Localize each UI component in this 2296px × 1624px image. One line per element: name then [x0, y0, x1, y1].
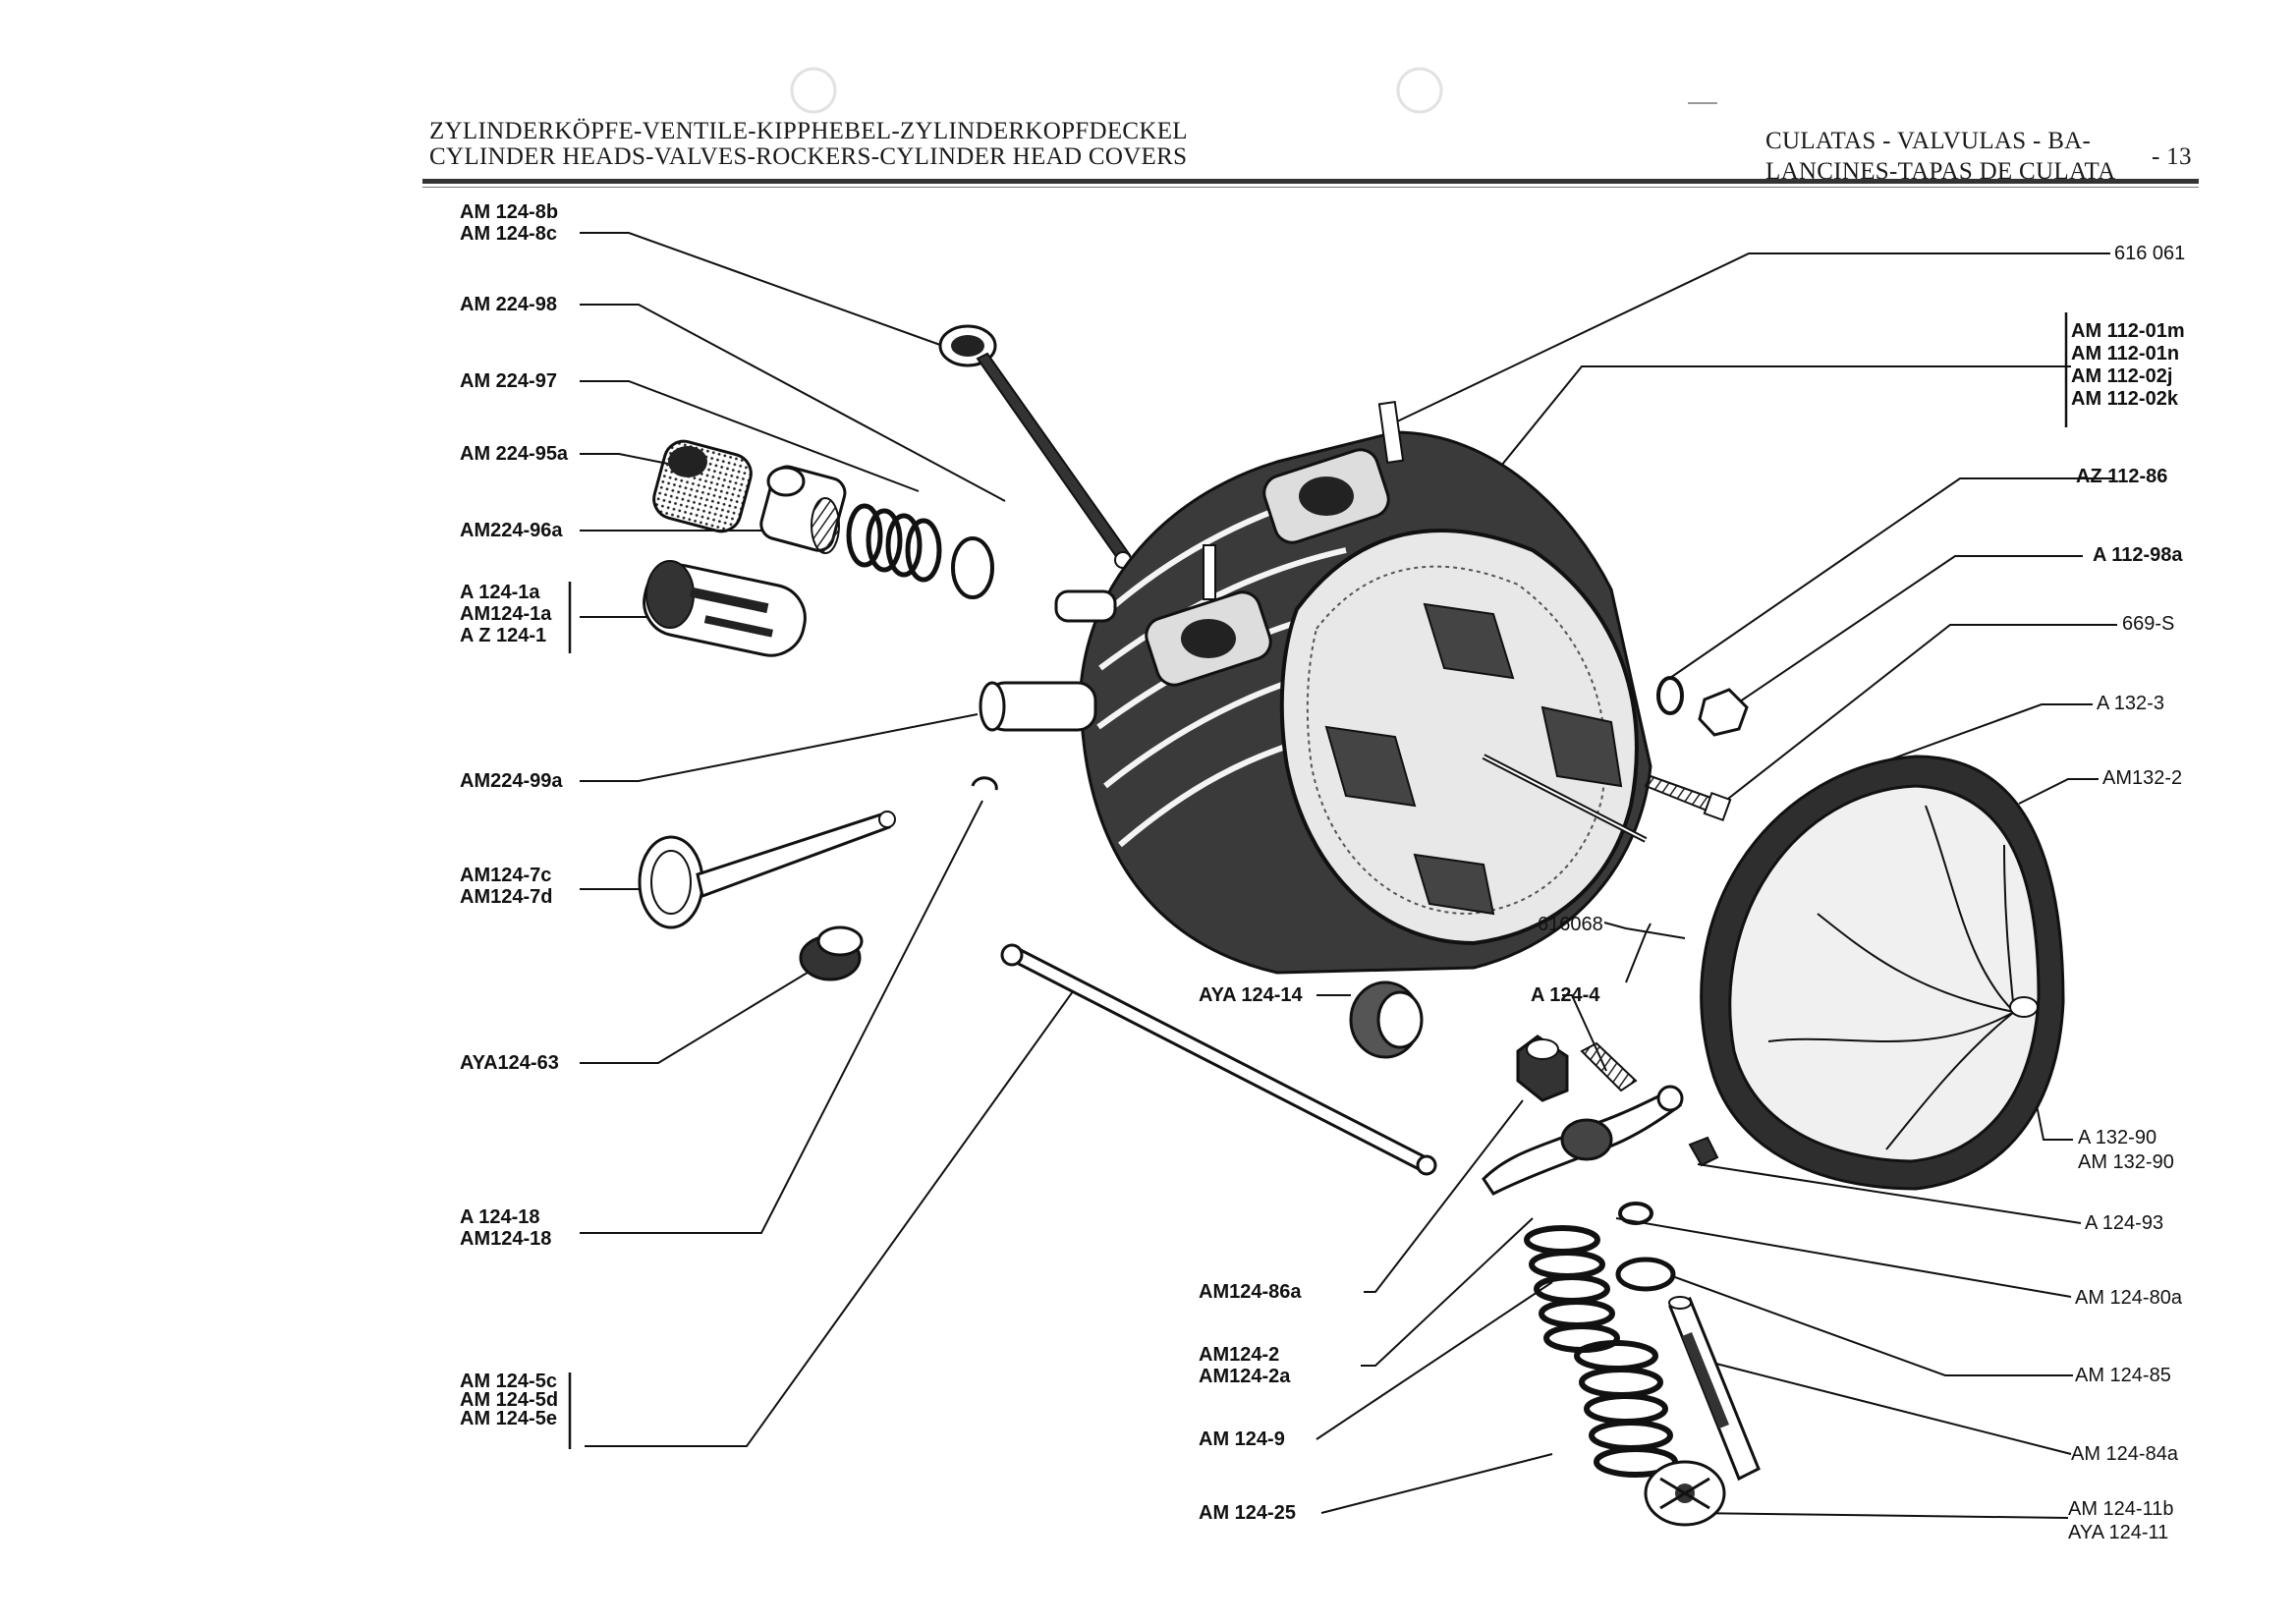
- label-am-124-84a: AM 124-84a: [2071, 1443, 2178, 1465]
- label-line: AM124-7d: [460, 886, 553, 908]
- label-am224-99a: AM224-99a: [460, 770, 563, 792]
- label-line: A 124-1a: [460, 582, 540, 603]
- cylinder-head-cover: [1700, 755, 2065, 1191]
- label-a-132-90: A 132-90 AM 132-90: [2078, 1126, 2174, 1175]
- label-aya-124-14: AYA 124-14: [1199, 984, 1303, 1006]
- label-line: AYA 124-11: [2068, 1522, 2169, 1543]
- label-a-132-3: A 132-3: [2097, 693, 2164, 714]
- washer-nut-stud: [1644, 676, 1749, 822]
- label-line: AM 112-02k: [2071, 388, 2178, 410]
- rocker-springs: [1524, 1202, 1678, 1478]
- label-line: AM 112-01m: [2071, 320, 2185, 342]
- rocker-assembly: [1482, 1035, 1719, 1196]
- pushrod: [1000, 943, 1437, 1176]
- label-616-061: 616 061: [2114, 243, 2186, 264]
- label-616068: 616068: [1538, 914, 1603, 935]
- page-number: - 13: [2152, 143, 2192, 170]
- label-line: AM124-7c: [460, 865, 552, 886]
- label-am-124-9: AM 124-9: [1199, 1428, 1285, 1450]
- label-am-224-95a: AM 224-95a: [460, 443, 569, 465]
- label-line: AM 124-8c: [460, 223, 557, 245]
- label-am-224-98: AM 224-98: [460, 294, 557, 315]
- label-am132-2: AM132-2: [2102, 767, 2183, 789]
- label-am-124-80a: AM 124-80a: [2075, 1287, 2182, 1309]
- header-rule: [422, 179, 2199, 184]
- label-line: AM 112-02j: [2071, 365, 2173, 387]
- header-title-german: ZYLINDERKÖPFE-VENTILE-KIPPHEBEL-ZYLINDER…: [429, 118, 1188, 144]
- label-aya124-63: AYA124-63: [460, 1052, 559, 1074]
- label-line: AM 124-5d: [460, 1389, 559, 1411]
- tappet: [643, 560, 807, 657]
- label-line: A 124-18: [460, 1206, 540, 1228]
- label-am-224-97: AM 224-97: [460, 370, 557, 392]
- label-line: AM 132-90: [2078, 1151, 2174, 1173]
- label-am124-86a: AM124-86a: [1199, 1281, 1302, 1303]
- leader-lines: [580, 232, 2117, 1519]
- valve-key: [971, 776, 998, 791]
- label-a-124-1: A 124-1a AM124-1a A Z 124-1: [460, 582, 551, 646]
- label-line: AM 112-01n: [2071, 343, 2180, 364]
- intake-valve: [938, 324, 1132, 569]
- rocker-shaft: [1668, 1296, 1761, 1482]
- header-rule-thin: [422, 187, 2199, 188]
- cap-plug: [1349, 980, 1424, 1059]
- label-line: A 132-90: [2078, 1127, 2157, 1148]
- label-a-124-4: A 124-4: [1531, 984, 1600, 1006]
- label-line: AM124-18: [460, 1228, 552, 1250]
- label-am-124-8: AM 124-8b AM 124-8c: [460, 201, 558, 245]
- label-a-112-98a: A 112-98a: [2093, 544, 2183, 566]
- label-brackets: [568, 312, 2068, 1449]
- label-am124-7: AM124-7c AM124-7d: [460, 865, 552, 908]
- label-a-124-93: A 124-93: [2085, 1212, 2164, 1234]
- exhaust-valve: [638, 811, 896, 929]
- label-am-124-5: AM 124-5c AM 124-5d AM 124-5e: [460, 1372, 558, 1428]
- label-669-s: 669-S: [2122, 613, 2175, 635]
- label-am-124-11: AM 124-11b AYA 124-11: [2068, 1497, 2173, 1544]
- header-title-english: CYLINDER HEADS-VALVES-ROCKERS-CYLINDER H…: [429, 143, 1188, 170]
- spring-retainer: [1644, 1460, 1726, 1527]
- label-am-124-85: AM 124-85: [2075, 1365, 2171, 1386]
- label-line: AM124-1a: [460, 603, 552, 625]
- label-line: AM124-2a: [1199, 1366, 1291, 1387]
- label-line: AM 124-5e: [460, 1408, 557, 1429]
- label-a-124-18: A 124-18 AM124-18: [460, 1206, 551, 1250]
- header-title-spanish-1: CULATAS - VALVULAS - BA-: [1765, 128, 2092, 154]
- label-am-112-01: AM 112-01m AM 112-01n AM 112-02j AM 112-…: [2071, 320, 2185, 411]
- label-am224-96a: AM224-96a: [460, 520, 563, 541]
- label-am-124-25: AM 124-25: [1199, 1502, 1296, 1524]
- label-line: AM124-2: [1199, 1344, 1280, 1366]
- cylinder-head: [979, 401, 1652, 975]
- valve-guide: [652, 439, 847, 554]
- label-line: AM 124-5c: [460, 1371, 557, 1392]
- label-line: AM 124-11b: [2068, 1498, 2174, 1520]
- valve-springs: [846, 503, 994, 599]
- plug: [799, 925, 864, 981]
- label-line: A Z 124-1: [460, 625, 547, 646]
- label-line: AM 124-8b: [460, 201, 559, 223]
- label-az-112-86: AZ 112-86: [2076, 466, 2168, 487]
- label-am124-2: AM124-2 AM124-2a: [1199, 1344, 1290, 1387]
